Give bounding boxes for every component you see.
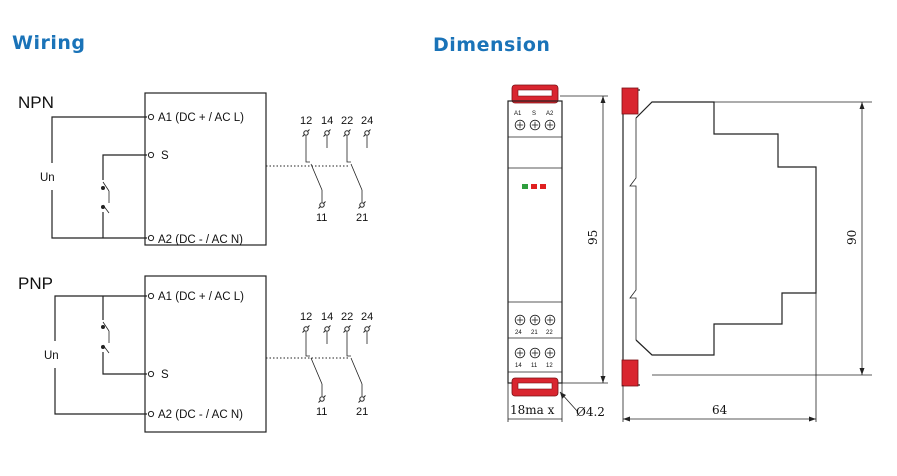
npn-contact-12: 12 [300,115,312,127]
front-view-drawing: A1 S A2 24 21 22 14 11 12 95 18ma x [507,84,608,422]
dimension-heading: Dimension [433,34,551,56]
side-top-clip [621,87,639,115]
pnp-contact-12: 12 [300,311,312,323]
pnp-contact-block: 12 14 22 24 11 21 [300,311,373,418]
front-terminal-a2: A2 [546,111,554,117]
front-terminal-12: 12 [546,363,553,369]
npn-relay-box [144,92,267,246]
relay-side-body [635,101,817,356]
front-terminal-14: 14 [515,363,522,369]
pnp-contact-11: 11 [316,406,327,418]
pnp-contact-14: 14 [321,311,333,323]
side-bottom-clip [621,359,639,387]
npn-contact-11: 11 [316,212,327,224]
front-terminal-22: 22 [546,330,553,336]
npn-terminal-a2: A2 (DC - / AC N) [158,234,243,246]
npn-contact-block: 12 14 22 24 11 21 [300,115,373,224]
pnp-contact-24: 24 [361,311,373,323]
pnp-terminal-a1: A1 (DC + / AC L) [158,291,244,303]
front-terminal-a1: A1 [514,111,522,117]
front-terminal-s: S [532,111,536,117]
dimension-hole: Ø4.2 [576,405,605,419]
npn-terminal-a1: A1 (DC + / AC L) [158,112,244,124]
wiring-heading: Wiring [12,32,86,54]
pnp-terminal-a2: A2 (DC - / AC N) [158,409,243,421]
npn-contact-14: 14 [321,115,333,127]
led-relay-1 [531,184,537,189]
npn-supply-label: Un [40,172,55,184]
npn-contact-22: 22 [341,115,353,127]
pnp-supply-label: Un [44,350,59,362]
npn-contact-21: 21 [356,212,368,224]
pnp-relay-box [144,275,267,433]
front-terminal-11: 11 [531,363,538,369]
pnp-wiring-diagram: PNP Un A1 (DC + / AC L) S A2 (DC - / AC … [18,274,373,433]
front-terminal-21: 21 [531,330,538,336]
dimension-width-front: 18ma x [510,403,555,417]
pnp-terminal-s: S [161,369,169,381]
pnp-contact-21: 21 [356,406,368,418]
npn-terminal-s: S [161,150,169,162]
npn-contact-24: 24 [361,115,373,127]
led-relay-2 [540,184,546,189]
pnp-contact-22: 22 [341,311,353,323]
dimension-height-side: 90 [845,230,859,245]
npn-label: NPN [18,93,54,112]
dimension-depth: 64 [712,403,728,417]
dimension-height-front: 95 [586,230,600,245]
front-terminal-24: 24 [515,330,522,336]
relay-front-body [507,100,563,384]
led-power [522,184,528,189]
npn-wiring-diagram: NPN Un A1 (DC + / AC L) S A2 (DC - / AC … [18,92,373,246]
pnp-label: PNP [18,274,53,293]
side-view-drawing: 90 64 [621,87,872,422]
